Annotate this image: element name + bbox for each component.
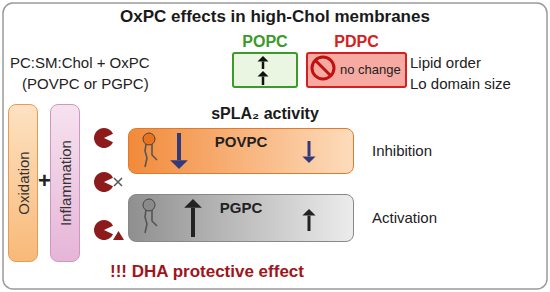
process-band: Oxidation (8, 104, 38, 262)
lipid-box: PDPCno change (306, 32, 407, 88)
note-label: !!! DHA protective effect (110, 262, 304, 282)
effect-band: PGPC (128, 194, 354, 242)
arrow-head (170, 160, 188, 169)
property-label: Lo domain size (410, 75, 511, 92)
lipid-name: POPC (232, 32, 298, 52)
oxpc-name: POVPC (129, 129, 353, 150)
arrow-shaft (177, 133, 181, 160)
arrow-shaft (262, 62, 265, 70)
composition-label: PC:SM:Chol + OxPC (10, 54, 150, 71)
triangle-icon (113, 231, 124, 240)
lipid-name: PDPC (306, 32, 407, 52)
icon-art (234, 54, 296, 86)
lipid-box: POPC (232, 32, 298, 88)
cross-mark (114, 178, 122, 186)
arrow-head (184, 199, 202, 208)
arrow-shaft (191, 208, 195, 237)
plus-sign: + (38, 168, 51, 194)
enzyme-icon (94, 172, 113, 192)
arrow-head (258, 56, 269, 62)
effect-band: POVPC (128, 128, 354, 174)
enzyme-icon (94, 128, 113, 148)
composition-label: (POVPC or PGPC) (22, 75, 149, 92)
lipid-icon (143, 199, 157, 233)
effect-label: Activation (372, 209, 437, 226)
arrow-head (302, 156, 315, 163)
box-body: no change (306, 52, 407, 88)
oxpc-name: PGPC (129, 195, 353, 216)
section-heading: sPLA₂ activity (180, 105, 350, 123)
arrow-shaft (308, 141, 311, 156)
lipid-icon (143, 133, 157, 167)
process-name: Inflammation (57, 140, 74, 226)
arrow-head (302, 209, 315, 216)
outer-frame (3, 3, 547, 289)
effect-note: no change (340, 54, 401, 86)
enzyme-icon (94, 220, 113, 240)
arrow-shaft (262, 77, 265, 86)
process-name: Oxidation (15, 151, 32, 214)
arrow-shaft (308, 216, 311, 231)
process-band: Inflammation (50, 104, 80, 262)
figure-title: OxPC effects in high-Chol membranes (0, 7, 550, 27)
box-body (232, 52, 298, 88)
arrow-head (258, 71, 269, 77)
property-label: Lipid order (410, 54, 481, 71)
effect-label: Inhibition (372, 142, 432, 159)
